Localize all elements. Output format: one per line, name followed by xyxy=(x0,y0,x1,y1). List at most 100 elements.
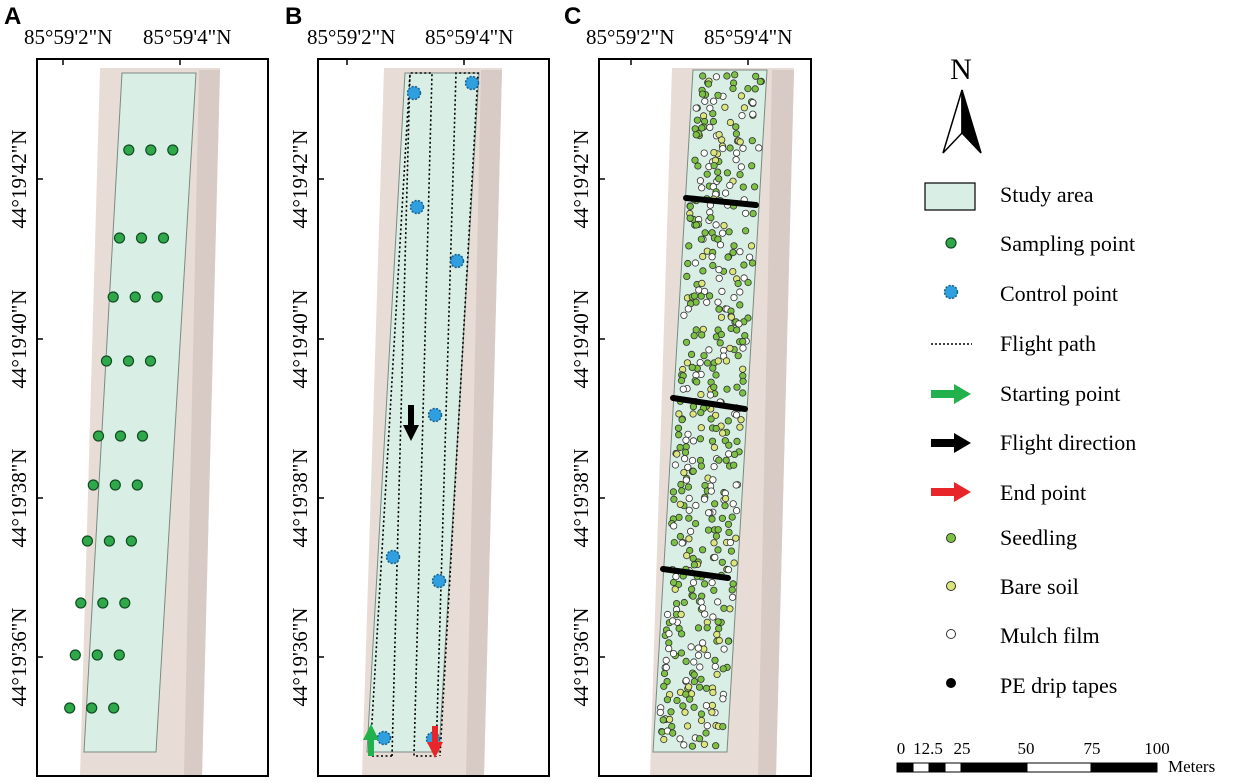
classified-point xyxy=(703,651,712,660)
classified-point xyxy=(720,222,728,230)
classified-point xyxy=(706,123,714,132)
classified-point xyxy=(740,104,749,112)
classified-point xyxy=(677,376,686,385)
classified-point xyxy=(707,415,715,423)
classified-point xyxy=(662,663,670,672)
sampling-point xyxy=(114,430,127,442)
classified-point xyxy=(672,572,680,581)
classified-point xyxy=(691,259,700,267)
panel-letter-a: A xyxy=(4,3,21,30)
classified-point xyxy=(689,578,698,587)
classified-point xyxy=(744,278,752,287)
classified-point xyxy=(714,618,722,626)
classified-point xyxy=(700,149,708,157)
classified-point xyxy=(710,462,718,471)
classified-point xyxy=(686,214,694,222)
classified-point xyxy=(709,261,717,270)
classified-point xyxy=(715,636,723,645)
starting-point-arrow xyxy=(363,724,379,756)
classified-point xyxy=(719,665,727,673)
classified-point xyxy=(690,332,698,340)
classified-point xyxy=(686,695,694,703)
classified-point xyxy=(740,261,748,269)
classified-point xyxy=(727,547,736,555)
sampling-point xyxy=(109,479,121,491)
classified-point xyxy=(697,710,706,718)
classified-point xyxy=(735,320,743,328)
classified-point xyxy=(719,695,727,703)
classified-point xyxy=(739,389,747,397)
lon-label-c-1: 85°59'2"N xyxy=(586,25,674,49)
scale-tick-0: 0 xyxy=(897,739,906,758)
classified-point xyxy=(677,649,686,657)
classified-point xyxy=(736,171,744,179)
panel-letter-c: C xyxy=(564,3,581,30)
lon-ticks-c xyxy=(630,59,749,65)
classified-point xyxy=(708,253,716,261)
classified-point xyxy=(724,417,732,425)
lat-label-b-1: 44°19'42"N xyxy=(288,130,312,229)
classified-point xyxy=(660,735,668,744)
classified-point xyxy=(670,522,678,530)
sampling-point xyxy=(136,430,149,442)
classified-point xyxy=(710,162,718,170)
classified-point xyxy=(736,248,744,256)
classified-point xyxy=(681,448,690,456)
scale-bar: 0 12.5 25 50 75 100 Meters xyxy=(896,739,1215,776)
legend-swatch-starting-point xyxy=(931,384,971,404)
classified-point xyxy=(725,528,733,537)
legend-label-sampling-point: Sampling point xyxy=(1000,231,1135,256)
classified-point xyxy=(730,293,738,302)
classified-point xyxy=(685,535,693,543)
field-strip-edge-a xyxy=(184,70,220,776)
lat-ticks-a xyxy=(37,178,43,658)
classified-point xyxy=(706,104,714,112)
classified-point xyxy=(747,242,756,250)
classified-point xyxy=(737,163,745,171)
legend-label-study-area: Study area xyxy=(1000,182,1094,207)
classified-point xyxy=(730,559,738,567)
field-strip-edge-c xyxy=(758,70,794,776)
sampling-point xyxy=(167,144,179,156)
classified-point xyxy=(682,657,690,666)
classified-point xyxy=(732,156,740,164)
classified-point xyxy=(698,90,707,98)
sampling-point xyxy=(131,479,143,491)
classified-point xyxy=(733,437,741,445)
classified-point xyxy=(711,553,719,562)
classified-point xyxy=(699,252,707,261)
lon-label-b-2: 85°59'4"N xyxy=(425,25,513,49)
classified-point xyxy=(728,586,736,594)
classified-point xyxy=(715,175,723,183)
sampling-point xyxy=(87,479,99,491)
classified-point xyxy=(669,729,677,737)
sampling-point xyxy=(144,355,157,367)
classified-point xyxy=(712,532,721,540)
classified-point xyxy=(694,624,703,632)
legend-swatch-sampling-point xyxy=(945,237,957,249)
study-area-a xyxy=(83,72,197,753)
classified-point xyxy=(698,546,707,554)
classified-point xyxy=(716,241,725,249)
classified-point xyxy=(744,85,752,93)
classified-point xyxy=(725,228,733,236)
classified-point xyxy=(665,715,674,724)
legend-swatch-end-point xyxy=(931,482,971,502)
classified-point xyxy=(752,72,760,80)
classified-point xyxy=(697,390,705,399)
classified-point xyxy=(693,378,701,386)
classified-point xyxy=(680,311,688,319)
control-point xyxy=(449,253,465,269)
sampling-point xyxy=(97,597,109,609)
drip-tape xyxy=(660,566,731,581)
classified-point xyxy=(698,184,706,192)
classified-point xyxy=(736,423,744,431)
classified-point xyxy=(749,99,757,107)
classified-point xyxy=(679,702,687,710)
classified-point xyxy=(707,214,715,222)
classified-point xyxy=(695,286,703,294)
classified-point xyxy=(701,610,709,618)
classified-point xyxy=(697,408,705,417)
classified-point xyxy=(682,690,690,698)
